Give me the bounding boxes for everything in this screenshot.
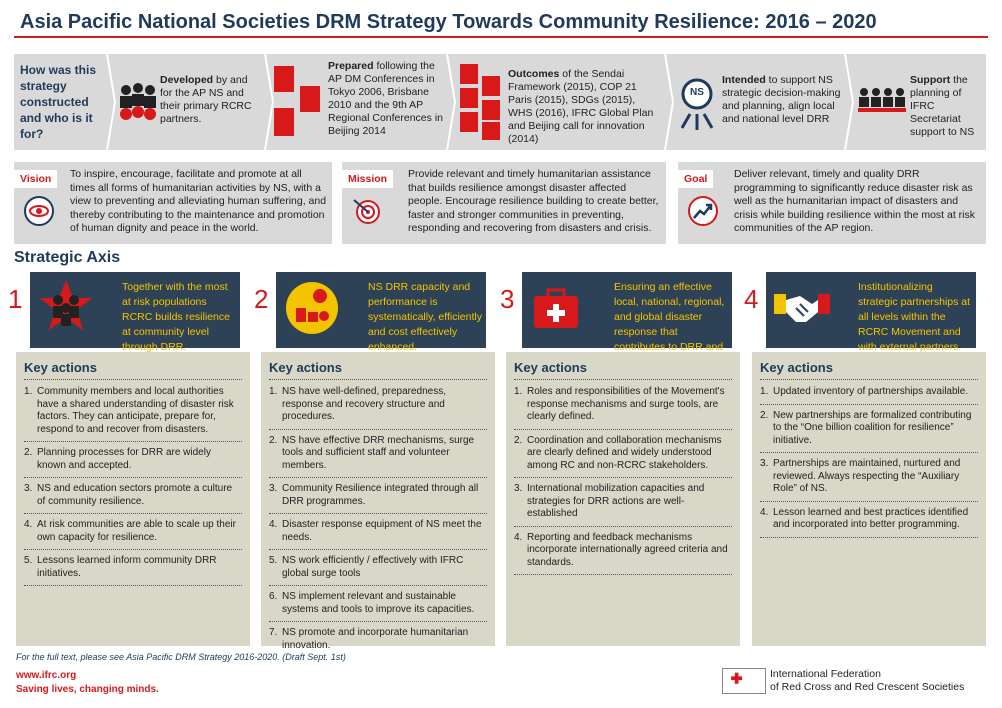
- list-item: 4.Lesson learned and best practices iden…: [760, 507, 978, 538]
- ns-badge-label: NS: [690, 87, 704, 98]
- vision-label: Vision: [14, 170, 58, 188]
- axis-number: 1: [8, 284, 23, 314]
- list-item: 5.Lessons learned inform community DRR i…: [24, 555, 242, 586]
- axis-4-key-actions: Key actions 1.Updated inventory of partn…: [752, 352, 986, 646]
- axis-4-header: Institutionalizing strategic partnership…: [766, 272, 976, 353]
- list-item: 5.NS work efficiently / effectively with…: [269, 555, 487, 586]
- axis-number: 2: [254, 284, 269, 314]
- chevron-divider: [106, 54, 116, 150]
- website-link[interactable]: www.ifrc.org: [16, 670, 77, 681]
- outcomes-text: Outcomes of the Sendai Framework (2015),…: [508, 68, 654, 145]
- axis-number: 4: [744, 284, 759, 314]
- list-item: 3.NS and education sectors promote a cul…: [24, 483, 242, 514]
- documents-icon: [460, 64, 500, 140]
- ns-badge-icon: [680, 78, 714, 130]
- axis-1-header: Together with the most at risk populatio…: [30, 272, 240, 353]
- list-item: 1.NS have well-defined, preparedness, re…: [269, 386, 487, 430]
- mission-panel: Mission Provide relevant and timely huma…: [342, 162, 666, 244]
- list-item: 2.Planning processes for DRR are widely …: [24, 447, 242, 478]
- construction-row: How was this strategy constructed and wh…: [14, 54, 986, 150]
- prepared-text: Prepared following the AP DM Conferences…: [328, 60, 443, 137]
- page-title: Asia Pacific National Societies DRM Stra…: [14, 8, 988, 38]
- capacity-icon: [286, 282, 338, 334]
- list-item: 3.International mobilization capacities …: [514, 483, 732, 527]
- chevron-divider: [664, 54, 674, 150]
- vision-text: To inspire, encourage, facilitate and pr…: [70, 168, 327, 234]
- trend-up-icon: [688, 196, 718, 226]
- list-item: 4.Reporting and feedback mechanisms inco…: [514, 532, 732, 575]
- list-item: 3.Community Resilience integrated throug…: [269, 483, 487, 514]
- axis-1-key-actions: Key actions 1.Community members and loca…: [16, 352, 250, 646]
- list-item: 4.At risk communities are able to scale …: [24, 519, 242, 550]
- people-group-icon: [120, 83, 156, 120]
- list-item: 2.Coordination and collaboration mechani…: [514, 435, 732, 478]
- chevron-divider: [446, 54, 456, 150]
- first-aid-kit-icon: [534, 288, 578, 328]
- mission-text: Provide relevant and timely humanitarian…: [408, 168, 659, 234]
- vision-panel: Vision To inspire, encourage, facilitate…: [14, 162, 332, 244]
- support-text: Support the planning of IFRC Secretariat…: [910, 74, 975, 138]
- axis-2-header: NS DRR capacity and performance is syste…: [276, 272, 486, 353]
- list-item: 3.Partnerships are maintained, nurtured …: [760, 458, 978, 502]
- slogan: Saving lives, changing minds.: [16, 684, 159, 695]
- axis-3-key-actions: Key actions 1.Roles and responsibilities…: [506, 352, 740, 646]
- community-icon: [40, 280, 92, 330]
- axis-3-header: Ensuring an effective local, national, r…: [522, 272, 732, 383]
- list-item: 6.NS implement relevant and sustainable …: [269, 591, 487, 622]
- goal-label: Goal: [678, 170, 714, 188]
- footnote: For the full text, please see Asia Pacif…: [16, 652, 346, 662]
- list-item: 1.Roles and responsibilities of the Move…: [514, 386, 732, 430]
- handshake-icon: [774, 294, 830, 322]
- key-actions-heading: Key actions: [514, 360, 732, 380]
- documents-icon: [274, 66, 320, 136]
- organization-name: International Federation of Red Cross an…: [770, 668, 965, 693]
- chevron-divider: [264, 54, 274, 150]
- red-cross-crescent-logo-icon: [722, 668, 766, 694]
- goal-panel: Goal Deliver relevant, timely and qualit…: [678, 162, 986, 244]
- team-icon: [858, 88, 906, 112]
- eye-icon: [24, 196, 54, 226]
- axis-4-text: Institutionalizing strategic partnership…: [858, 281, 971, 353]
- intended-text: Intended to support NS strategic decisio…: [722, 74, 841, 125]
- key-actions-heading: Key actions: [269, 360, 487, 380]
- list-item: 1.Community members and local authoritie…: [24, 386, 242, 442]
- target-icon: [352, 196, 382, 226]
- axis-2-text: NS DRR capacity and performance is syste…: [368, 281, 482, 353]
- strategic-axis-title: Strategic Axis: [14, 249, 121, 266]
- list-item: 2.New partnerships are formalized contri…: [760, 410, 978, 453]
- axis-1-text: Together with the most at risk populatio…: [122, 281, 230, 353]
- axis-2-key-actions: Key actions 1.NS have well-defined, prep…: [261, 352, 495, 651]
- axis-number: 3: [500, 284, 515, 314]
- list-item: 1.Updated inventory of partnerships avai…: [760, 386, 978, 405]
- key-actions-heading: Key actions: [24, 360, 242, 380]
- construction-question: How was this strategy constructed and wh…: [20, 63, 97, 141]
- list-item: 2.NS have effective DRR mechanisms, surg…: [269, 435, 487, 478]
- mission-label: Mission: [342, 170, 394, 188]
- developed-text: Developed by and for the AP NS and their…: [160, 74, 252, 125]
- list-item: 7.NS promote and incorporate humanitaria…: [269, 627, 469, 651]
- key-actions-heading: Key actions: [760, 360, 978, 380]
- goal-text: Deliver relevant, timely and quality DRR…: [734, 168, 976, 234]
- list-item: 4.Disaster response equipment of NS meet…: [269, 519, 487, 550]
- chevron-divider: [844, 54, 854, 150]
